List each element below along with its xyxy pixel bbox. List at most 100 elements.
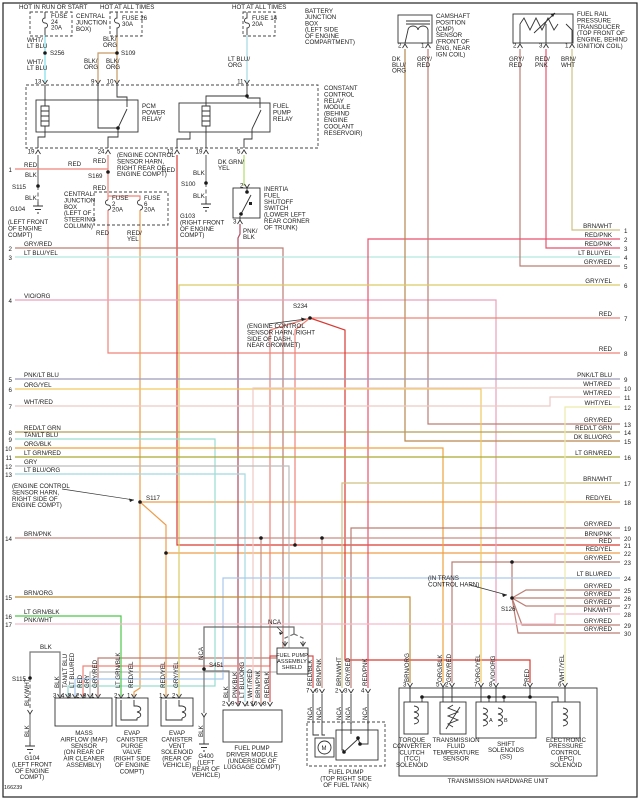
left-wire-number: 4 — [9, 298, 13, 305]
tcc-solenoid-box — [403, 701, 429, 735]
left-wire-label: GRY/RED — [24, 241, 53, 248]
pin-number: 13 — [35, 79, 42, 86]
right-wire-label: BRN/PNK — [584, 531, 612, 538]
pin-number: 2 — [222, 701, 226, 708]
wire-gry-red — [511, 597, 620, 607]
diagram-label: BLK — [223, 685, 230, 698]
left-wire-number: 6 — [9, 387, 13, 394]
diagram-label: S117 — [146, 495, 161, 502]
pin-connector — [80, 693, 86, 699]
pin-connector — [235, 701, 241, 707]
left-wire-label: LT GRN/BLK — [24, 609, 60, 616]
diagram-label: RED/BLK — [264, 671, 271, 698]
left-wire-label: VIO/ORG — [24, 293, 51, 300]
diagram-label: BRN/WHT — [336, 657, 343, 686]
pin-connector — [237, 219, 243, 225]
junction-dot — [245, 190, 249, 194]
wire-nca — [203, 626, 295, 669]
diagram-label: S115 — [12, 676, 27, 683]
wire-lt-blu-red — [74, 577, 620, 696]
pin-connector — [267, 701, 273, 707]
pin-number: 3 — [53, 693, 57, 700]
left-wire-number: 14 — [5, 536, 12, 543]
pins-layer — [27, 43, 575, 718]
pin-connector — [562, 682, 568, 688]
pin-connector — [174, 149, 180, 155]
pin-connector — [244, 79, 250, 85]
pin-connector — [449, 682, 455, 688]
wire-gry-red — [350, 527, 620, 688]
diagram-label: HOT IN RUN OR START — [19, 4, 88, 11]
pin-connector — [425, 43, 431, 49]
diagram-label: LT BLU/RED — [69, 652, 76, 688]
diagram-label: RED — [96, 230, 110, 237]
junction-dot — [164, 551, 168, 555]
right-wire-label: RED/PNK — [584, 241, 612, 248]
pin-connector — [365, 688, 371, 694]
pcm-relay-internal — [37, 85, 128, 148]
wire-red-yel — [139, 501, 167, 696]
pin-connector — [319, 688, 325, 694]
pin-connector — [300, 641, 306, 647]
pin-connector — [478, 682, 484, 688]
right-wire-label: GRY/RED — [584, 618, 613, 625]
right-wire-label: WHT/YEL — [584, 400, 612, 407]
diagram-label: ORG/YEL — [475, 654, 482, 682]
diagram-label: BRN/PNK — [316, 658, 323, 686]
pin-connector — [569, 43, 575, 49]
diagram-label: PNK/BLK — [232, 671, 239, 698]
pin-connector — [339, 688, 345, 694]
diagram-label: LT GRN/BLK — [115, 652, 122, 688]
fuel-pump-box — [306, 721, 386, 767]
wire-org-yel — [15, 388, 482, 683]
diagram-label: RED/YEL — [127, 230, 142, 243]
pin-connector — [543, 43, 549, 49]
diagram-label: RED/PNK — [362, 658, 369, 686]
right-wire-number: 10 — [624, 386, 631, 393]
junction-dot — [420, 695, 424, 699]
right-wire-number: 18 — [624, 500, 631, 507]
right-wire-number: 16 — [624, 455, 631, 462]
right-wire-number: 4 — [624, 255, 628, 262]
pin-connector — [226, 701, 232, 707]
right-wire-number: 19 — [624, 526, 631, 533]
pin-connector — [517, 43, 523, 49]
right-wire-number: 12 — [624, 405, 631, 412]
right-wire-number: 27 — [624, 604, 631, 611]
wire-red-yel — [133, 210, 141, 696]
diagram-label: LT BLU/ORG — [239, 662, 246, 698]
right-wire-label: BRN/WHT — [583, 476, 612, 483]
pin-connector — [201, 712, 207, 718]
pin-number: 24 — [98, 149, 105, 156]
wire-gry-red — [427, 49, 620, 425]
pin-number: 1 — [91, 693, 95, 700]
pin-number: 10 — [251, 701, 258, 708]
right-wire-number: 23 — [624, 560, 631, 567]
right-wire-number: 3 — [624, 246, 628, 253]
diagram-label: NCA — [268, 619, 282, 626]
ccrm-box — [25, 84, 319, 149]
fuel-pump-motor — [317, 740, 332, 755]
pin-number: 19 — [28, 149, 35, 156]
right-wire-number: 13 — [624, 422, 631, 429]
right-wire-number: 9 — [624, 377, 628, 384]
left-wire-number: 5 — [9, 377, 13, 384]
right-wire-number: 2 — [624, 237, 628, 244]
junction-dot — [245, 94, 249, 98]
diagram-label: M — [322, 746, 327, 752]
wire-pnk-wht — [15, 613, 620, 625]
diagram-label: 166239 — [4, 785, 22, 791]
right-wire-number: 20 — [624, 536, 631, 543]
inertia-contact — [249, 202, 252, 205]
symbols-layer — [25, 12, 573, 755]
pin-number: 5 — [436, 682, 440, 689]
wire-brn-org — [15, 596, 411, 683]
